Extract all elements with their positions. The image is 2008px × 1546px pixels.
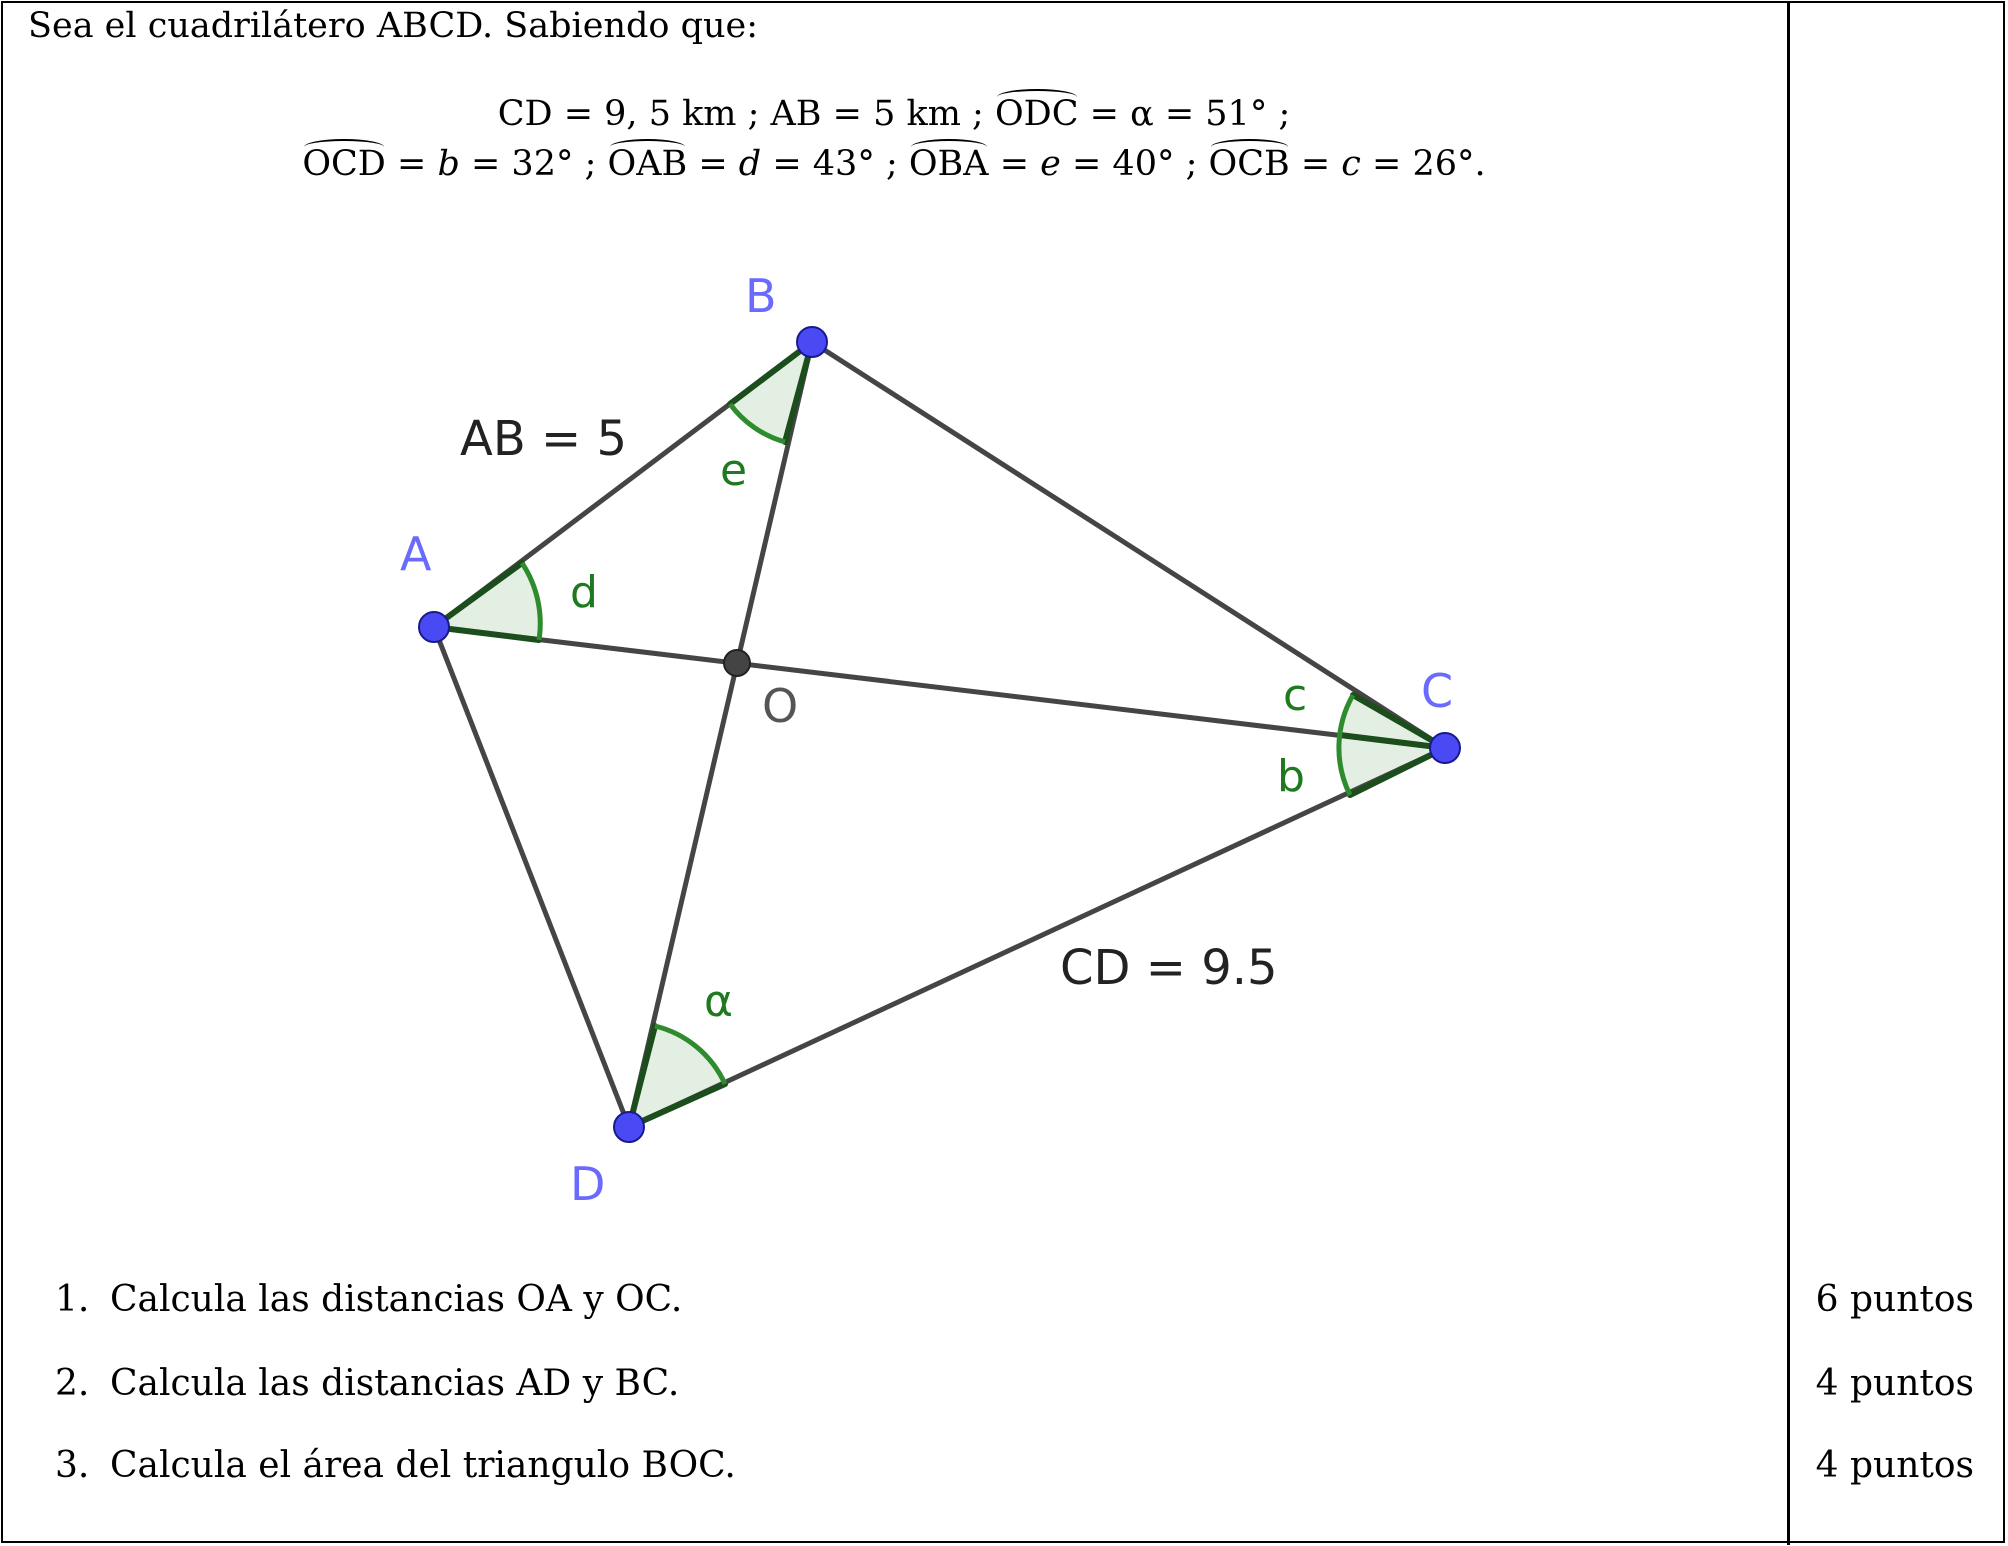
- given-cd-ab: CD = 9, 5 km ; AB = 5 km ;: [497, 94, 984, 134]
- label-point-c: C: [1421, 664, 1453, 718]
- angle-ocb-equals: =: [1289, 144, 1342, 184]
- angle-arcs: [519, 402, 1356, 1086]
- point-c: [1429, 732, 1461, 764]
- angle-side-b-1: [1347, 745, 1448, 798]
- angle-side-c-2: [1337, 732, 1448, 751]
- label-angle-alpha: α: [704, 976, 733, 1027]
- label-angle-c: c: [1283, 670, 1307, 721]
- angle-ocd: OCD: [302, 139, 386, 184]
- label-angle-b: b: [1277, 751, 1305, 802]
- angle-sides: [431, 339, 1448, 1130]
- label-segment-cd: CD = 9.5: [1060, 940, 1278, 996]
- angle-sector-d: [434, 563, 541, 640]
- labels: A B C D O d e c b α AB = 5 CD = 9.5: [400, 269, 1453, 1211]
- angle-oab: OAB: [607, 139, 688, 184]
- task-2-text: Calcula las distancias AD y BC.: [110, 1363, 680, 1404]
- label-point-b: B: [745, 269, 777, 323]
- angle-ocd-value: = 32° ;: [459, 144, 608, 184]
- task-1-points: 6 puntos: [1815, 1279, 1974, 1320]
- angle-arc-e: [727, 402, 786, 445]
- label-angle-d: d: [570, 567, 598, 618]
- angle-ocb: OCB: [1208, 139, 1290, 184]
- segment-cd: [626, 745, 1448, 1130]
- point-o: [723, 649, 751, 677]
- given-line-1: CD = 9, 5 km ; AB = 5 km ; ODC = α = 51°…: [0, 89, 1788, 136]
- angle-oba: OBA: [908, 139, 989, 184]
- angle-arc-alpha: [654, 1023, 728, 1086]
- given-line-2: OCD = b = 32° ; OAB = d = 43° ; OBA = e …: [0, 139, 1788, 186]
- segment-bc: [809, 339, 1448, 751]
- angle-side-alpha-1: [626, 1023, 658, 1130]
- angle-oba-equals: =: [988, 144, 1041, 184]
- label-angle-e: e: [720, 445, 747, 496]
- angle-oba-variable: e: [1040, 144, 1061, 184]
- label-point-o: O: [762, 679, 798, 733]
- points-column-divider: [1787, 1, 1790, 1545]
- label-point-d: D: [570, 1157, 605, 1211]
- angle-ocb-variable: c: [1341, 144, 1361, 184]
- angle-ocd-equals: =: [385, 144, 438, 184]
- angle-odc-value: = α = 51° ;: [1078, 94, 1291, 134]
- angle-arc-d: [519, 561, 543, 641]
- segment-da: [431, 624, 632, 1130]
- task-3-points: 4 puntos: [1815, 1445, 1974, 1486]
- angle-sector-b: [1339, 735, 1445, 795]
- angle-arc-cb: [1336, 693, 1356, 797]
- task-2: 2. Calcula las distancias AD y BC.: [55, 1362, 679, 1406]
- point-a: [418, 611, 450, 643]
- task-3: 3. Calcula el área del triangulo BOC.: [55, 1444, 736, 1488]
- problem-intro: Sea el cuadrilátero ABCD. Sabiendo que:: [28, 6, 759, 46]
- angle-oab-value: = 43° ;: [761, 144, 909, 184]
- task-1-text: Calcula las distancias OA y OC.: [110, 1279, 683, 1320]
- label-point-a: A: [400, 527, 432, 581]
- point-b: [796, 326, 828, 358]
- angle-side-d-2: [431, 624, 542, 643]
- task-2-points: 4 puntos: [1815, 1363, 1974, 1404]
- task-3-text: Calcula el área del triangulo BOC.: [110, 1445, 736, 1486]
- angle-oab-variable: d: [738, 144, 762, 184]
- angle-side-d-1: [431, 560, 525, 630]
- diagonal-bd: [626, 339, 815, 1130]
- task-1-number: 1.: [55, 1279, 90, 1320]
- angle-oba-value: = 40° ;: [1060, 144, 1209, 184]
- task-3-number: 3.: [55, 1445, 90, 1486]
- label-segment-ab: AB = 5: [460, 411, 627, 467]
- angle-ocd-variable: b: [437, 144, 460, 184]
- task-1: 1. Calcula las distancias OA y OC.: [55, 1278, 682, 1322]
- points: [418, 326, 1461, 1143]
- angle-side-e-2: [782, 339, 815, 445]
- angle-side-alpha-2: [626, 1081, 728, 1130]
- diagonal-ac: [431, 624, 1448, 751]
- task-2-number: 2.: [55, 1363, 90, 1404]
- angle-oab-equals: =: [687, 144, 739, 184]
- angle-odc: ODC: [994, 89, 1079, 134]
- point-d: [613, 1111, 645, 1143]
- angle-side-c-1: [1350, 692, 1448, 751]
- angle-ocb-value: = 26°.: [1360, 144, 1486, 184]
- angle-side-e-1: [727, 339, 815, 407]
